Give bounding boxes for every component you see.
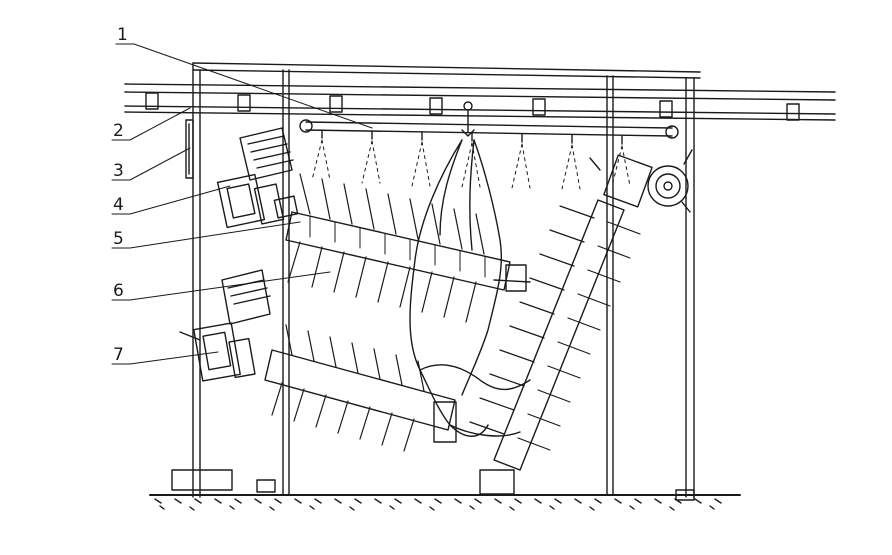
spray-jets bbox=[311, 139, 631, 190]
side-nozzle-bar bbox=[185, 119, 194, 179]
part-label-4: 4 bbox=[113, 195, 124, 215]
overhead-rail bbox=[124, 83, 836, 121]
part-label-1: 1 bbox=[117, 25, 128, 45]
right-motor bbox=[589, 149, 693, 213]
upper-brush-roller bbox=[285, 173, 531, 323]
lower-motor bbox=[179, 269, 271, 382]
part-label-2: 2 bbox=[113, 121, 124, 141]
part-label-3: 3 bbox=[113, 161, 124, 181]
spray-pipe bbox=[299, 119, 679, 145]
leader-lines bbox=[111, 43, 373, 365]
rail-brackets bbox=[145, 92, 800, 121]
diagonal-brush-roller bbox=[469, 199, 641, 495]
lower-brush-roller bbox=[264, 324, 457, 452]
part-label-5: 5 bbox=[113, 229, 124, 249]
part-label-6: 6 bbox=[113, 281, 124, 301]
part-label-7: 7 bbox=[113, 345, 124, 365]
frame bbox=[171, 62, 701, 501]
part-labels: 1 2 3 4 5 6 7 bbox=[113, 25, 128, 365]
ground bbox=[149, 494, 741, 511]
upper-motor bbox=[216, 127, 299, 229]
hanging-hook bbox=[461, 101, 475, 137]
